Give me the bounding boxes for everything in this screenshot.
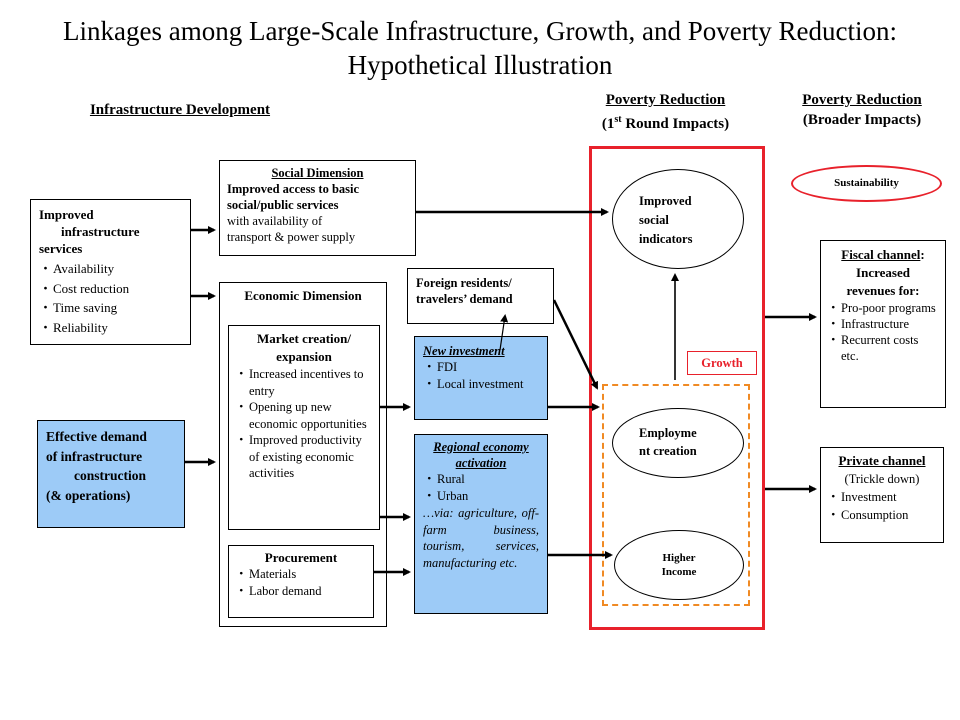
header-poverty-reduction-broader: Poverty Reduction (Broader Impacts) — [772, 90, 952, 130]
arrow-foreign-to-employment — [552, 299, 599, 390]
foreign-residents-line2: travelers’ demand — [416, 292, 513, 306]
social-dimension-line3: with availability of — [227, 214, 323, 228]
list-item: Urban — [423, 488, 539, 505]
growth-area-frame — [602, 384, 750, 606]
diagram-title-line1: Linkages among Large-Scale Infrastructur… — [63, 16, 897, 46]
improved-social-line3: indicators — [639, 232, 693, 246]
regional-economy-title2: activation — [455, 456, 507, 470]
improved-infrastructure-box: Improved infrastructure services Availab… — [30, 199, 191, 345]
list-item: Investment — [827, 488, 937, 506]
list-item: Consumption — [827, 506, 937, 524]
regional-economy-via: …via: agriculture, off-farm business, to… — [423, 506, 539, 570]
list-item: Increased incentives to entry — [235, 366, 373, 399]
arrow-investment-to-foreign — [499, 314, 509, 351]
effective-demand-line2: of infrastructure — [46, 448, 143, 464]
diagram-title-line2: Hypothetical Illustration — [347, 50, 613, 80]
procurement-box: Procurement Materials Labor demand — [228, 545, 374, 618]
improved-infra-line3: services — [39, 241, 83, 256]
social-dimension-line4: transport & power supply — [227, 230, 356, 244]
list-item: Pro-poor programs — [827, 300, 939, 316]
regional-economy-box: Regional economy activation Rural Urban … — [414, 434, 548, 614]
improved-infra-line1: Improved — [39, 207, 94, 222]
list-item: Materials — [235, 566, 367, 583]
private-channel-box: Private channel (Trickle down) Investmen… — [820, 447, 944, 543]
market-creation-title1: Market creation/ — [257, 331, 351, 346]
list-item: Infrastructure — [827, 316, 939, 332]
procurement-title: Procurement — [264, 550, 338, 565]
market-creation-list: Increased incentives to entry Opening up… — [235, 366, 373, 482]
new-investment-box: New investment FDI Local investment — [414, 336, 548, 420]
header-infrastructure-development: Infrastructure Development — [89, 102, 271, 118]
new-investment-title: New investment — [423, 344, 505, 358]
header-pr2-line2: (Broader Impacts) — [802, 112, 922, 128]
market-creation-title2: expansion — [276, 349, 332, 364]
improved-social-line2: social — [639, 213, 669, 227]
employment-line1: Employme — [639, 426, 697, 440]
first-round-impacts-frame — [589, 146, 765, 630]
economic-dimension-title: Economic Dimension — [244, 288, 362, 303]
list-item: Time saving — [39, 298, 182, 318]
improved-social-indicators-oval: Improved social indicators — [612, 169, 744, 269]
private-list: Investment Consumption — [827, 488, 937, 524]
header-pr2-line1: Poverty Reduction — [802, 92, 922, 108]
social-dimension-box: Social Dimension Improved access to basi… — [219, 160, 416, 256]
list-item: Rural — [423, 471, 539, 488]
improved-social-line1: Improved — [639, 194, 692, 208]
list-item: Opening up new economic opportunities — [235, 399, 373, 432]
social-dimension-line2: social/public services — [227, 198, 339, 212]
foreign-residents-box: Foreign residents/ travelers’ demand — [407, 268, 554, 324]
market-creation-box: Market creation/ expansion Increased inc… — [228, 325, 380, 530]
regional-economy-list: Rural Urban — [423, 471, 539, 505]
employment-creation-oval: Employme nt creation — [612, 408, 744, 478]
list-item: FDI — [423, 359, 539, 376]
private-channel-title: Private channel — [838, 453, 926, 468]
list-item: Cost reduction — [39, 279, 182, 299]
effective-demand-box: Effective demand of infrastructure const… — [37, 420, 185, 528]
header-pr1-line1: Poverty Reduction — [605, 92, 726, 108]
header-poverty-reduction-1st-round: Poverty Reduction (1st Round Impacts) — [568, 90, 763, 134]
effective-demand-line3: construction — [74, 468, 146, 483]
social-dimension-line1: Improved access to basic — [227, 182, 360, 196]
employment-line2: nt creation — [639, 444, 697, 458]
foreign-residents-line1: Foreign residents/ — [416, 276, 512, 290]
sustainability-oval: Sustainability — [791, 165, 942, 202]
list-item: Reliability — [39, 318, 182, 338]
list-item: Labor demand — [235, 583, 367, 600]
fiscal-channel-box: Fiscal channel: Increased revenues for: … — [820, 240, 946, 408]
fiscal-channel-title: Fiscal channel: — [841, 247, 925, 262]
regional-economy-title1: Regional economy — [433, 440, 529, 454]
improved-infra-line2: infrastructure — [61, 224, 140, 239]
header-pr1-line2: (1st Round Impacts) — [601, 114, 730, 132]
higher-income-line2: Income — [661, 566, 697, 578]
private-line2: (Trickle down) — [844, 472, 920, 486]
fiscal-line2: Increased — [856, 265, 910, 280]
list-item: Recurrent costs etc. — [827, 332, 939, 364]
higher-income-oval: Higher Income — [614, 530, 744, 600]
fiscal-line3: revenues for: — [846, 283, 920, 298]
higher-income-line1: Higher — [662, 552, 696, 564]
effective-demand-line1: Effective demand — [46, 429, 147, 444]
fiscal-list: Pro-poor programs Infrastructure Recurre… — [827, 300, 939, 364]
list-item: Improved productivity of existing econom… — [235, 432, 373, 482]
effective-demand-line4: (& operations) — [46, 487, 131, 503]
list-item: Local investment — [423, 376, 539, 393]
list-item: Availability — [39, 259, 182, 279]
social-dimension-title: Social Dimension — [271, 166, 364, 180]
growth-label: Growth — [687, 351, 757, 375]
diagram-title: Linkages among Large-Scale Infrastructur… — [0, 14, 960, 82]
procurement-list: Materials Labor demand — [235, 566, 367, 600]
improved-infra-list: Availability Cost reduction Time saving … — [39, 259, 182, 337]
new-investment-list: FDI Local investment — [423, 359, 539, 392]
